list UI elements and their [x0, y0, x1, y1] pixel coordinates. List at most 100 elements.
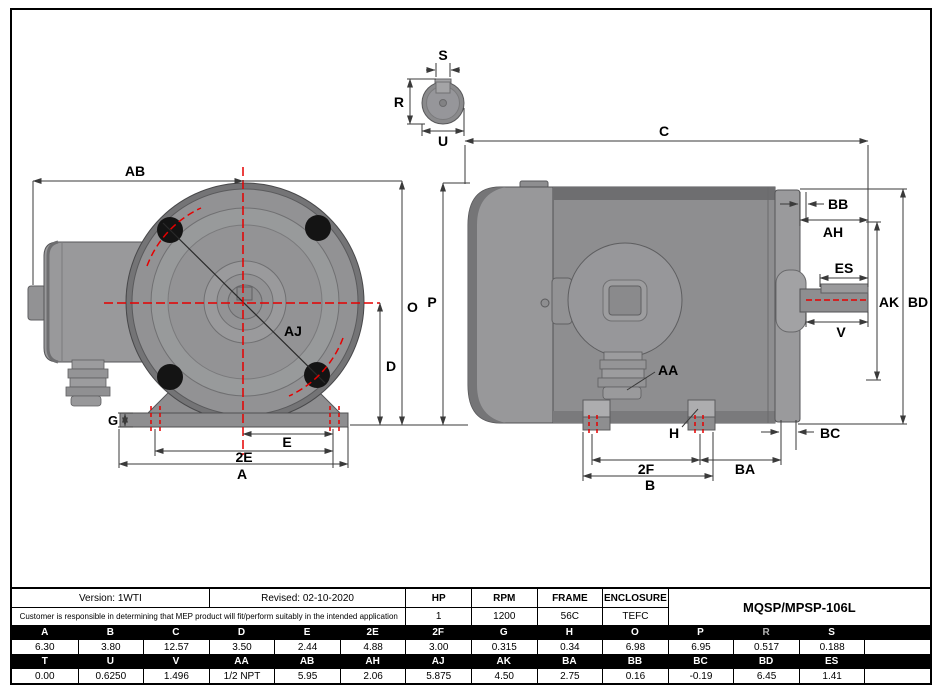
table-cell: G	[499, 627, 508, 638]
enclosure-header: ENCLOSURE	[602, 589, 668, 608]
dim-label-2E: 2E	[235, 449, 252, 465]
table-cell: 12.57	[143, 640, 209, 654]
table-cell: 2F	[432, 627, 445, 638]
shaft-end-view: S R U	[394, 47, 465, 149]
dim-label-BB: BB	[828, 196, 848, 212]
table-cell: 3.00	[405, 640, 471, 654]
table-cell: S	[828, 627, 835, 638]
table-cell: BD	[758, 656, 774, 667]
dim-label-R: R	[394, 94, 404, 110]
dim-label-B: B	[645, 477, 655, 493]
table-cell: H	[565, 627, 573, 638]
dim-label-S: S	[438, 47, 447, 63]
version-cell: Version: 1WTI	[12, 589, 209, 608]
table-cell: -0.19	[667, 669, 734, 683]
disclaimer-text: Customer is responsible in determining t…	[19, 612, 398, 621]
dim-label-C: C	[659, 123, 669, 139]
revised-cell: Revised: 02-10-2020	[208, 589, 406, 608]
table-cell: A	[41, 627, 49, 638]
table-cell: 2.44	[274, 640, 340, 654]
table-cell: E	[303, 627, 311, 638]
motor-face	[125, 182, 365, 422]
technical-drawing: AB AJ O D G E 2E A S R U	[27, 47, 928, 493]
dim-label-H: H	[669, 425, 679, 441]
table-cell: 6.30	[35, 641, 55, 653]
conduit-boss-side	[540, 242, 683, 358]
table-cell: 1.41	[798, 669, 865, 683]
shaft-key	[820, 283, 869, 294]
side-view-dimensions	[464, 138, 907, 481]
table-cell: C	[172, 627, 180, 638]
dim-label-P: P	[427, 294, 436, 310]
table-cell: BA	[562, 656, 577, 667]
table-cell: 6.98	[602, 640, 668, 654]
shaft-end-dimensions	[407, 63, 465, 136]
table-cell: ES	[824, 656, 839, 667]
hp-value: 1	[405, 608, 471, 625]
table-cell: AK	[496, 656, 511, 667]
table-cell: 1/2 NPT	[208, 669, 275, 683]
table-cell: 0.6250	[77, 669, 144, 683]
dim-label-AJ: AJ	[284, 323, 302, 339]
table-cell: D	[237, 627, 246, 638]
model-number: MQSP/MPSP-106L	[667, 589, 930, 625]
table-cell: 0.34	[536, 640, 603, 654]
bolt-hole	[157, 364, 183, 390]
table-cell: 6.95	[667, 640, 734, 654]
table-top-section: Version: 1WTI Revised: 02-10-2020 HP RPM…	[12, 589, 930, 625]
dim-label-A: A	[237, 466, 247, 482]
front-view: AB AJ O D G E 2E A	[27, 163, 470, 482]
table-cell: 0.517	[733, 640, 799, 654]
table-cell: 2.06	[339, 669, 406, 683]
table-cell: 0.00	[35, 670, 55, 682]
table-cell: U	[106, 656, 114, 667]
rpm-value: 1200	[470, 608, 537, 625]
output-shaft	[775, 269, 869, 333]
table-cell: R	[762, 627, 770, 638]
table-cell: AH	[365, 656, 380, 667]
dim-label-V: V	[836, 324, 846, 340]
dim-label-BD: BD	[908, 294, 928, 310]
dim-label-U: U	[438, 133, 448, 149]
fan-cover	[467, 180, 554, 424]
dim-label-2F: 2F	[638, 461, 655, 477]
table-cell: 6.45	[733, 669, 799, 683]
dimension-table: Version: 1WTI Revised: 02-10-2020 HP RPM…	[10, 587, 932, 685]
table-cell: V	[172, 656, 180, 667]
bolt-hole	[305, 215, 331, 241]
table-cell: 4.50	[470, 669, 537, 683]
dim-label-AH: AH	[823, 224, 843, 240]
aj-bolt-circle-line	[162, 222, 326, 384]
table-cell: 2.75	[536, 669, 603, 683]
dim-label-D: D	[386, 358, 396, 374]
table-cell: BB	[627, 656, 643, 667]
enclosure-value: TEFC	[602, 608, 668, 625]
dim-label-BC: BC	[820, 425, 840, 441]
table-cell: AB	[299, 656, 315, 667]
frame-header: FRAME	[536, 589, 603, 608]
table-cell: T	[41, 656, 48, 667]
mounting-feet	[582, 399, 716, 431]
table-cell	[864, 654, 930, 669]
table-cell: 0.16	[602, 669, 668, 683]
table-cell	[864, 640, 930, 654]
table-cell: O	[631, 627, 639, 638]
dim-label-AB: AB	[125, 163, 145, 179]
drain-fitting-side	[597, 351, 647, 400]
dim-label-E: E	[282, 434, 291, 450]
table-cell: 0.188	[798, 640, 865, 654]
frame-value: 56C	[536, 608, 603, 625]
table-cell: 4.88	[339, 640, 406, 654]
table-cell: 0.315	[470, 640, 537, 654]
shaft-keyway-hole	[236, 286, 253, 301]
table-cell: 5.875	[405, 669, 471, 683]
side-view: C P BB AH ES AK BD V AA H BC 2F BA B	[427, 123, 928, 493]
table-cell	[864, 625, 930, 640]
front-view-dimensions	[32, 178, 470, 468]
table-cell: B	[106, 627, 114, 638]
table-cell: 1.496	[143, 669, 209, 683]
